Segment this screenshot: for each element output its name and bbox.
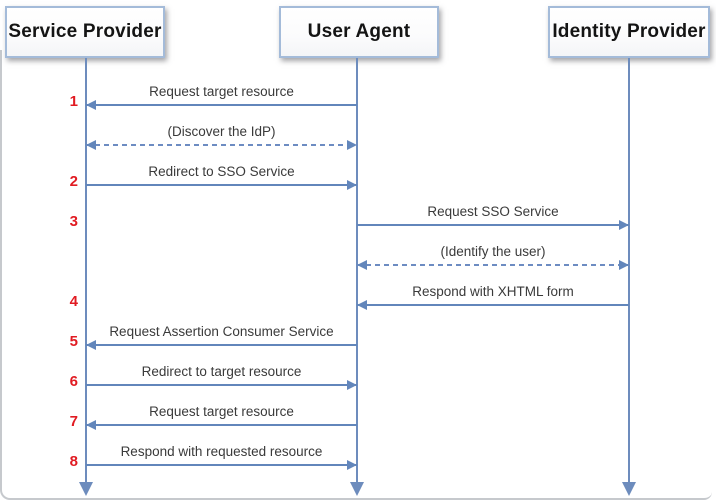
arrowhead-down-icon	[79, 482, 93, 496]
message-line	[357, 304, 629, 306]
arrowhead-left-icon	[86, 100, 96, 110]
lifeline-identity-provider	[628, 58, 630, 482]
message-line	[86, 424, 357, 426]
message-label: Redirect to SSO Service	[148, 164, 295, 179]
arrowhead-left-icon	[86, 340, 96, 350]
step-number: 3	[69, 213, 78, 230]
step-number: 2	[69, 173, 78, 190]
message-line	[357, 264, 629, 266]
message-label: Request SSO Service	[427, 204, 559, 219]
actor-label-identity-provider: Identity Provider	[552, 21, 706, 42]
message-line	[86, 464, 357, 466]
arrowhead-right-icon	[347, 380, 357, 390]
step-number: 5	[69, 333, 78, 350]
arrowhead-down-icon	[622, 482, 636, 496]
arrowhead-right-icon	[619, 260, 629, 270]
arrowhead-right-icon	[347, 460, 357, 470]
message-line	[86, 384, 357, 386]
arrowhead-right-icon	[347, 180, 357, 190]
actor-box-user-agent: User Agent	[279, 6, 439, 58]
message-label: (Discover the IdP)	[167, 124, 276, 139]
message-label: Request target resource	[149, 84, 294, 99]
message-line	[357, 224, 629, 226]
step-number: 1	[69, 93, 78, 110]
actor-box-identity-provider: Identity Provider	[548, 6, 710, 58]
arrowhead-left-icon	[357, 300, 367, 310]
actor-label-service-provider: Service Provider	[8, 21, 162, 42]
lifeline-service-provider	[85, 58, 87, 482]
step-number: 4	[69, 293, 78, 310]
message-label: Respond with XHTML form	[412, 284, 574, 299]
actor-label-user-agent: User Agent	[307, 21, 411, 42]
message-label: Respond with requested resource	[120, 444, 323, 459]
message-line	[86, 104, 357, 106]
message-label: Request target resource	[149, 404, 294, 419]
arrowhead-right-icon	[347, 140, 357, 150]
message-label: (Identify the user)	[440, 244, 546, 259]
message-label: Request Assertion Consumer Service	[109, 324, 334, 339]
actor-box-service-provider: Service Provider	[5, 6, 165, 58]
step-number: 8	[69, 453, 78, 470]
message-line	[86, 184, 357, 186]
lifeline-user-agent	[356, 58, 358, 482]
arrowhead-right-icon	[619, 220, 629, 230]
arrowhead-left-icon	[86, 420, 96, 430]
message-line	[86, 344, 357, 346]
arrowhead-down-icon	[350, 482, 364, 496]
arrowhead-left-icon	[86, 140, 96, 150]
step-number: 6	[69, 373, 78, 390]
arrowhead-left-icon	[357, 260, 367, 270]
message-line	[86, 144, 357, 146]
step-number: 7	[69, 413, 78, 430]
message-label: Redirect to target resource	[141, 364, 302, 379]
